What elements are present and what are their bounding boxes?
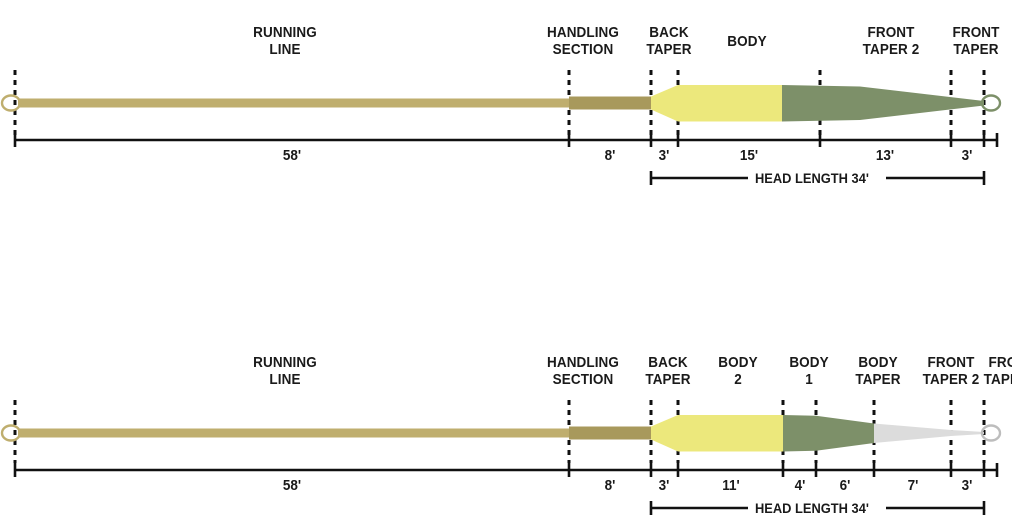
dim-front-taper-1: 3' [961, 477, 973, 494]
label-body-1: BODY 1 [789, 354, 829, 388]
label-body-taper: BODY TAPER [855, 354, 901, 388]
label-back-taper: BACK TAPER [645, 354, 691, 388]
label-running-line: RUNNING LINE [253, 24, 317, 58]
segment-body-green [783, 415, 874, 452]
top-measurement-axis [13, 133, 999, 147]
segment-body [678, 85, 782, 122]
dim-back-taper: 3' [658, 147, 670, 164]
dim-body-2: 11' [722, 477, 740, 494]
label-handling-section: HANDLING SECTION [547, 354, 619, 388]
segment-running-line [18, 98, 569, 108]
dim-body-taper: 6' [839, 477, 851, 494]
front-welded-loop-icon [980, 94, 1002, 112]
label-back-taper: BACK TAPER [646, 24, 692, 58]
label-body-2: BODY 2 [718, 354, 758, 388]
dim-handling-section: 8' [604, 147, 616, 164]
label-front-taper-2: FRONT TAPER 2 [862, 24, 920, 58]
label-running-line: RUNNING LINE [253, 354, 317, 388]
bottom-line-profile [0, 330, 1012, 526]
head-length-label: HEAD LENGTH 34' [754, 170, 869, 186]
dim-back-taper: 3' [658, 477, 670, 494]
fly-line-profile-top: RUNNING LINE HANDLING SECTION BACK TAPER… [0, 0, 1012, 200]
dim-running-line: 58' [282, 477, 302, 494]
segment-front-taper-gray [874, 423, 984, 443]
bottom-measurement-axis [13, 463, 999, 477]
label-front-taper-1: FRONT TAPER 1 [983, 354, 1012, 388]
segment-handling-section [569, 426, 651, 440]
label-body: BODY [727, 33, 767, 50]
head-length-label: HEAD LENGTH 34' [754, 500, 869, 516]
label-front-taper: FRONT TAPER [952, 24, 1000, 58]
segment-front-taper-green [782, 85, 984, 122]
segment-back-taper [651, 415, 678, 452]
segment-handling-section [569, 96, 651, 110]
fly-line-profile-bottom: RUNNING LINE HANDLING SECTION BACK TAPER… [0, 330, 1012, 526]
dim-running-line: 58' [282, 147, 302, 164]
dim-body-1: 4' [794, 477, 806, 494]
dim-body: 15' [739, 147, 759, 164]
segment-body-2 [678, 415, 783, 452]
label-front-taper-2: FRONT TAPER 2 [922, 354, 980, 388]
dim-front-taper-2: 7' [907, 477, 919, 494]
rear-welded-loop-icon [0, 94, 22, 112]
segment-back-taper [651, 85, 678, 122]
dim-handling-section: 8' [604, 477, 616, 494]
segment-running-line [18, 428, 569, 438]
label-handling-section: HANDLING SECTION [547, 24, 619, 58]
front-welded-loop-icon [980, 424, 1002, 442]
rear-welded-loop-icon [0, 424, 22, 442]
dim-front-taper: 3' [961, 147, 973, 164]
top-line-profile [0, 0, 1012, 200]
dim-front-taper-2: 13' [875, 147, 895, 164]
bottom-head-length-bracket [649, 501, 986, 515]
top-head-length-bracket [649, 171, 986, 185]
